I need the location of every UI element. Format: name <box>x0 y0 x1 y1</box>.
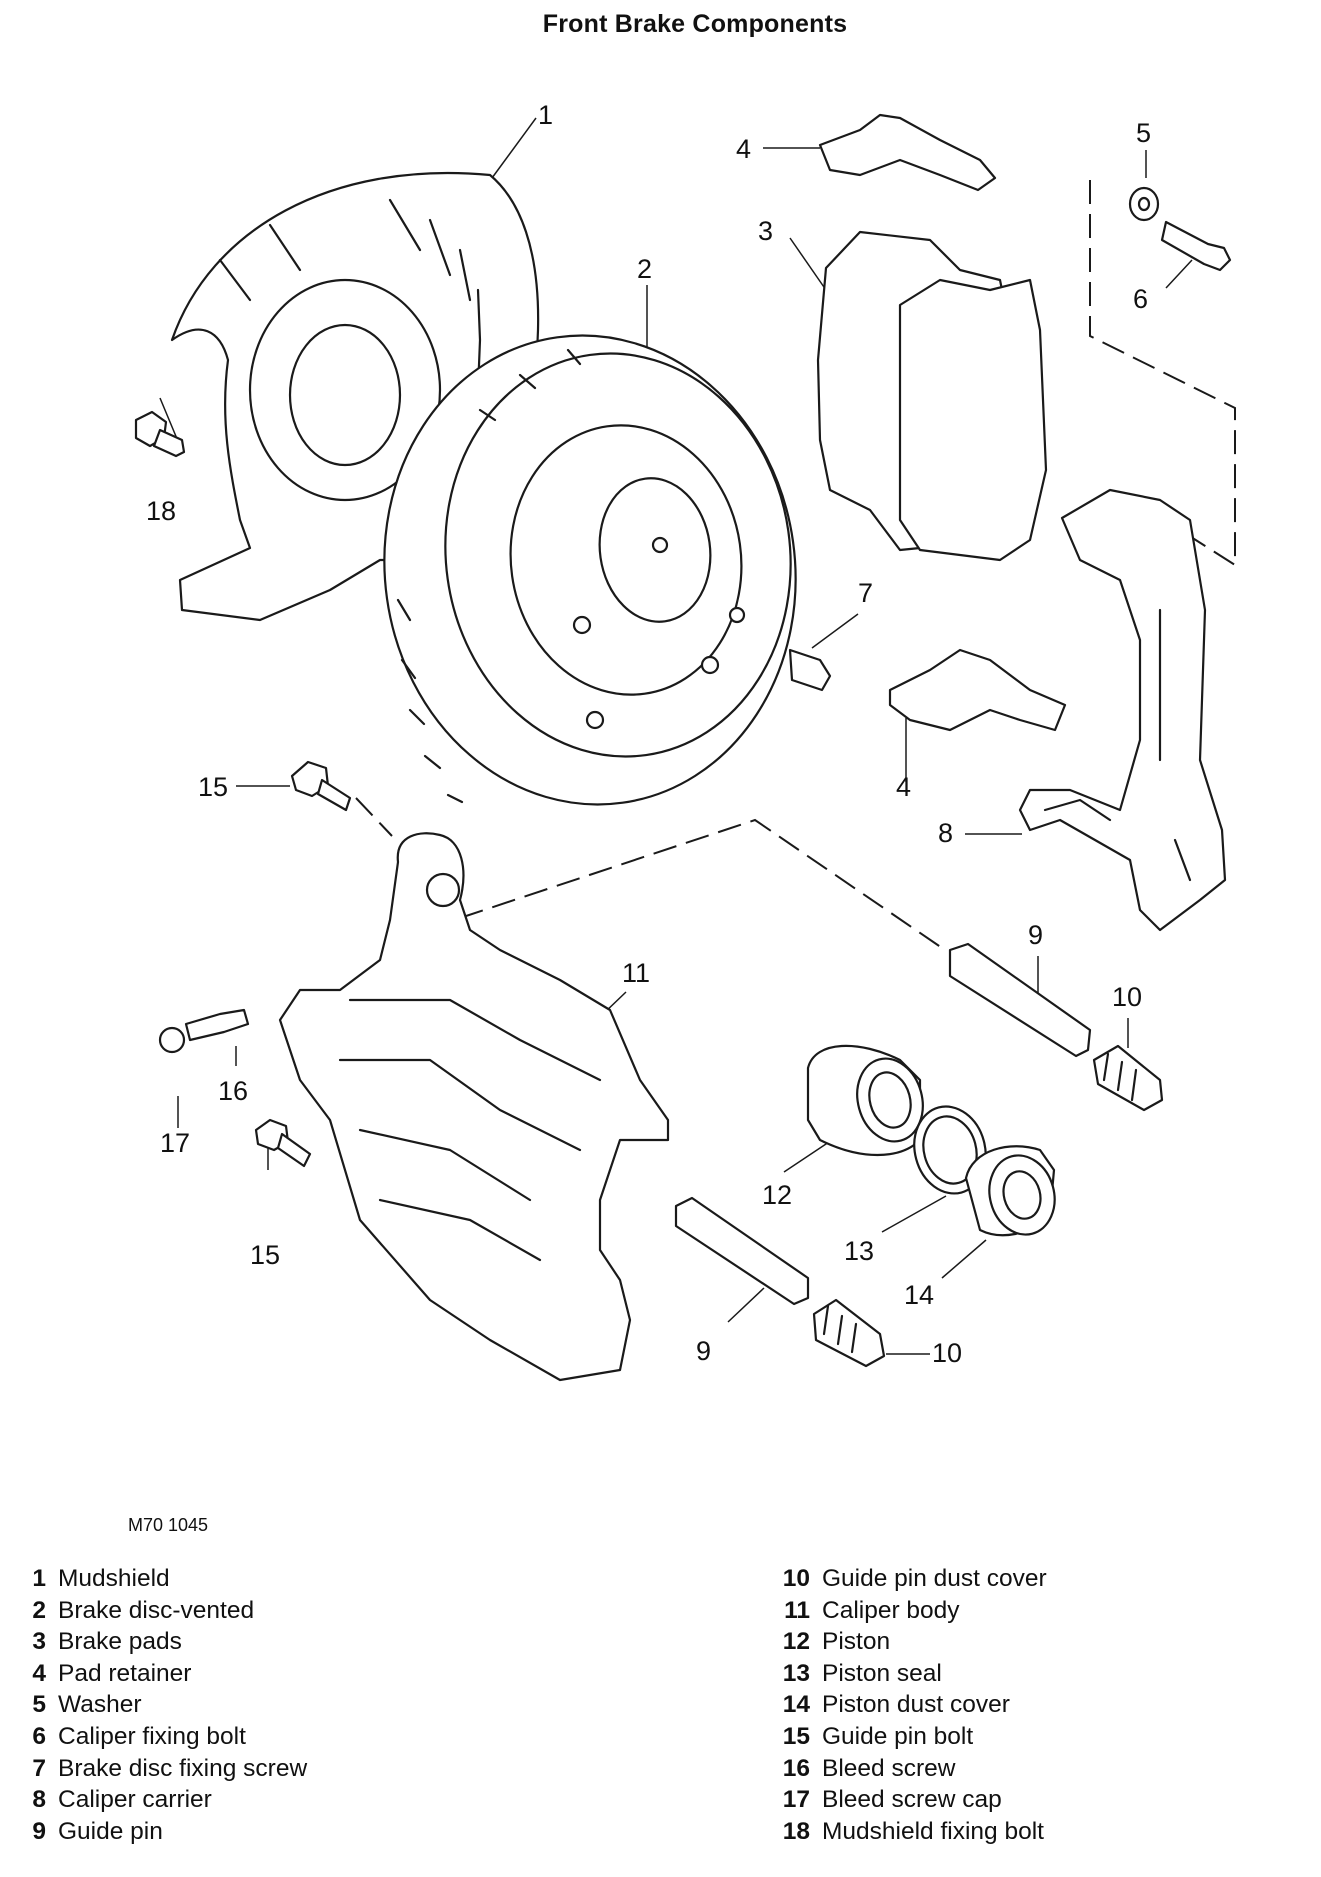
callout-17: 17 <box>160 1128 191 1158</box>
mudshield-fixing-bolt <box>134 410 186 458</box>
callout-13: 13 <box>844 1236 875 1266</box>
leader-lines <box>159 117 1193 1355</box>
callout-12: 12 <box>762 1180 793 1210</box>
guide-pin-bolt-upper <box>290 760 352 812</box>
pad-retainer-top <box>818 113 997 192</box>
callout-9-lower: 9 <box>696 1336 712 1366</box>
callout-10-lower: 10 <box>932 1338 963 1368</box>
bleed-screw <box>184 1008 250 1042</box>
callout-8: 8 <box>938 818 954 848</box>
guide-pin-upper <box>948 942 1092 1058</box>
callout-4-top: 4 <box>736 134 752 164</box>
callout-2: 2 <box>637 254 653 284</box>
callout-9-upper: 9 <box>1028 920 1044 950</box>
alignment-lines <box>355 180 1236 951</box>
callout-15-lower: 15 <box>250 1240 281 1270</box>
callout-6: 6 <box>1133 284 1149 314</box>
callout-4-mid: 4 <box>896 772 912 802</box>
caliper-body <box>278 832 670 1382</box>
pad-retainer-mid <box>888 648 1067 732</box>
callout-5: 5 <box>1136 118 1152 148</box>
callout-11: 11 <box>622 958 651 988</box>
callout-1: 1 <box>538 100 554 130</box>
caliper-fixing-bolt <box>1160 220 1232 272</box>
callout-7: 7 <box>858 578 874 608</box>
figure-code: M70 1045 <box>128 1515 209 1535</box>
piston-dust-cover <box>964 1145 1056 1237</box>
piston <box>806 1044 924 1156</box>
page-title: Front Brake Components <box>542 10 848 38</box>
guide-pin-lower <box>674 1196 810 1306</box>
bleed-screw-cap <box>158 1026 186 1054</box>
washer <box>1128 186 1160 222</box>
guide-pin-dust-cover-upper <box>1092 1044 1164 1112</box>
callout-3: 3 <box>758 216 774 246</box>
callout-15-upper: 15 <box>198 772 229 802</box>
callout-14: 14 <box>904 1280 935 1310</box>
brake-disc <box>383 334 797 806</box>
callout-16: 16 <box>218 1076 249 1106</box>
guide-pin-bolt-lower <box>254 1118 312 1168</box>
caliper-carrier <box>1018 488 1227 932</box>
guide-pin-dust-cover-lower <box>812 1298 886 1368</box>
brake-pads <box>816 230 1048 562</box>
callout-10-upper: 10 <box>1112 982 1143 1012</box>
disc-fixing-screw <box>788 648 832 692</box>
callout-18: 18 <box>146 496 177 526</box>
